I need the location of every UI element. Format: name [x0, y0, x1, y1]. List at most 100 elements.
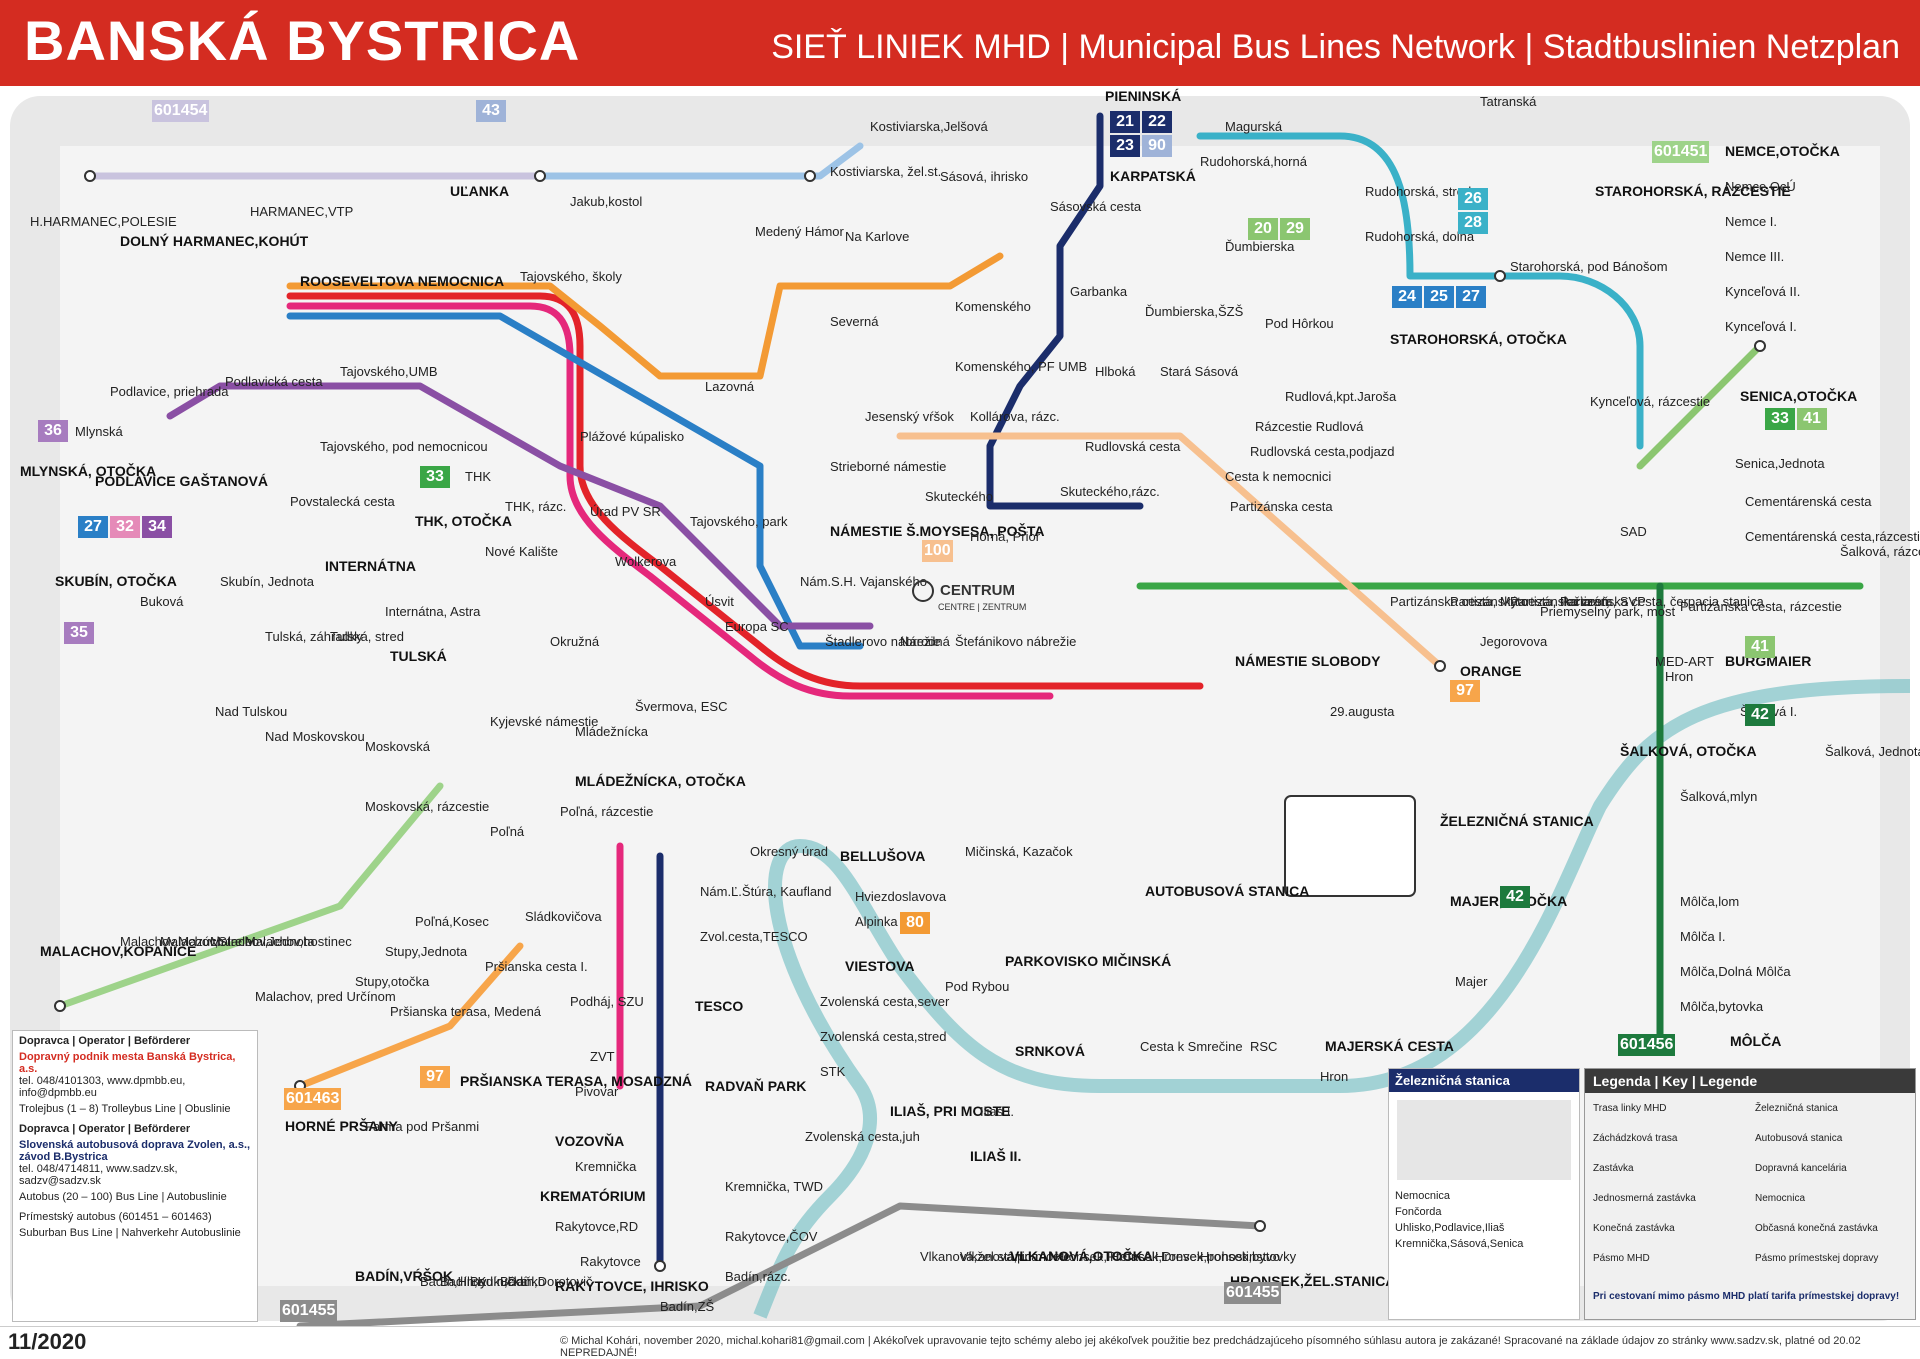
line-badge[interactable]: 601454 — [152, 100, 210, 122]
line-badge[interactable]: 27 — [78, 516, 108, 538]
stop-label: Rudlovská cesta — [1085, 439, 1181, 454]
line-badge[interactable]: 601456 — [1618, 1034, 1676, 1056]
stop-label: Zvolenská cesta,juh — [805, 1129, 920, 1144]
stop-label: Partizánska cesta, tlačiareň — [1450, 594, 1609, 609]
line-badge[interactable]: 601455 — [280, 1300, 338, 1322]
badges-dolny-harmanec: 601454 — [152, 100, 210, 122]
stop-label: Rudohorská, dolná — [1365, 229, 1475, 244]
line-badge[interactable]: 21 — [1110, 111, 1140, 133]
stop-label: Buková — [140, 594, 184, 609]
stop-label: Plážové kúpalisko — [580, 429, 684, 444]
stop-label: Šalková, rázcestie — [1840, 544, 1920, 559]
centrum-subtitle: CENTRE | ZENTRUM — [938, 602, 1027, 612]
line-badge[interactable]: 41 — [1745, 636, 1775, 658]
stop-label: MED-ART — [1655, 654, 1714, 669]
stop-label: Sásová, ihrisko — [940, 169, 1028, 184]
line-badge[interactable]: 23 — [1110, 135, 1140, 157]
stop-label: MÔLČA — [1730, 1032, 1781, 1049]
map-date: 11/2020 — [8, 1329, 87, 1354]
line-badge[interactable]: 601455 — [1224, 1282, 1282, 1304]
line-badge[interactable]: 601451 — [1652, 141, 1710, 163]
stop-label: Cementárenská cesta,rázcestie — [1745, 529, 1920, 544]
stop-label: Malachov, pred Určínom — [255, 989, 396, 1004]
stop-label: Majer — [1455, 974, 1488, 989]
line-badge[interactable]: 24 — [1392, 286, 1422, 308]
line-badge[interactable]: 33 — [420, 466, 450, 488]
stop-label: Badín,Hliny — [420, 1274, 487, 1289]
line-badge[interactable]: 22 — [1142, 111, 1172, 133]
line-badge[interactable]: 36 — [38, 420, 68, 442]
stop-label: Rakytovce,ČOV — [725, 1229, 818, 1244]
stop-label: Rakytovce,RD — [555, 1219, 638, 1234]
line-badge[interactable]: 42 — [1500, 886, 1530, 908]
line-badge[interactable]: 20 — [1248, 218, 1278, 240]
line-badge[interactable]: 97 — [1450, 680, 1480, 702]
stop-label: NÁMESTIE SLOBODY — [1235, 653, 1381, 669]
stop-marker[interactable] — [1754, 340, 1766, 352]
stop-label: Úrad PV SR — [590, 504, 661, 519]
operator-sad-contact[interactable]: tel. 048/4714811, www.sadzv.sk, sadzv@sa… — [19, 1163, 178, 1187]
line-badge[interactable]: 29 — [1280, 218, 1310, 240]
stop-label: THK, rázc. — [505, 499, 566, 514]
line-badge[interactable]: 33 — [1765, 408, 1795, 430]
stop-marker[interactable] — [1434, 660, 1446, 672]
stop-label: ZVT — [590, 1049, 615, 1064]
badges-dumbierska: 20 29 — [1248, 218, 1310, 240]
stop-marker[interactable] — [54, 1000, 66, 1012]
line-badge[interactable]: 25 — [1424, 286, 1454, 308]
line-badge[interactable]: 32 — [110, 516, 140, 538]
stop-label: Medený Hámor — [755, 224, 845, 239]
stop-label: Rudlová,kpt.Jaroša — [1285, 389, 1397, 404]
stop-marker[interactable] — [534, 170, 546, 182]
stop-label: Rudohorská, stred — [1365, 184, 1471, 199]
stop-label: Cesta k Smrečine — [1140, 1039, 1243, 1054]
stop-label: Tulská, stred — [330, 629, 404, 644]
stop-label: Hronsek,bytovky — [1200, 1249, 1297, 1264]
stop-label: Mlynská — [75, 424, 123, 439]
stop-label: Zvolenská cesta,stred — [820, 1029, 946, 1044]
stop-label: Komenského, PF UMB — [955, 359, 1087, 374]
railway-station-block[interactable] — [1284, 795, 1416, 897]
stop-marker[interactable] — [654, 1260, 666, 1272]
stop-label: RSC — [1250, 1039, 1277, 1054]
line-badge[interactable]: 80 — [900, 912, 930, 934]
copyright-text: © Michal Kohári, november 2020, michal.k… — [560, 1335, 1861, 1359]
operator-suburban-sub: Suburban Bus Line | Nahverkehr Autobusli… — [19, 1227, 241, 1239]
line-badge[interactable]: 97 — [420, 1066, 450, 1088]
line-badge[interactable]: 601463 — [284, 1088, 342, 1110]
stop-label: STK — [820, 1064, 846, 1079]
stop-label: SAD — [1620, 524, 1647, 539]
stop-label: ILIAŠ II. — [970, 1147, 1021, 1164]
legend-item: Trasa linky MHD — [1593, 1103, 1667, 1114]
stop-marker[interactable] — [1494, 270, 1506, 282]
stop-label: TESCO — [695, 998, 743, 1014]
stop-label: Jegorovova — [1480, 634, 1548, 649]
line-badge[interactable]: 43 — [476, 100, 506, 122]
badges-alpinka: 80 — [900, 912, 930, 934]
line-badge[interactable]: 34 — [142, 516, 172, 538]
line-badge[interactable]: 41 — [1797, 408, 1827, 430]
line-badge[interactable]: 90 — [1142, 135, 1172, 157]
line-badge[interactable]: 35 — [64, 622, 94, 644]
stop-label: BELLUŠOVA — [840, 847, 925, 864]
line-badge[interactable]: 100 — [922, 540, 953, 562]
stop-label: RADVAŇ PARK — [705, 1077, 806, 1094]
operator-dpmb-contact[interactable]: tel. 048/4101303, www.dpmbb.eu, info@dpm… — [19, 1075, 186, 1099]
line-badge[interactable]: 42 — [1745, 704, 1775, 726]
stop-label: Severná — [830, 314, 879, 329]
line-badge[interactable]: 27 — [1456, 286, 1486, 308]
stop-label: Rakytovce — [580, 1254, 641, 1269]
stop-marker[interactable] — [1254, 1220, 1266, 1232]
stop-marker[interactable] — [84, 170, 96, 182]
footer-bar: 11/2020 © Michal Kohári, november 2020, … — [0, 1326, 1920, 1359]
badges-badin: 601455 — [280, 1300, 338, 1322]
line-badge[interactable]: 26 — [1458, 188, 1488, 210]
stop-label: Malachov,hostinec — [245, 934, 352, 949]
stop-label: Nemce I. — [1725, 214, 1777, 229]
stop-label: Cesta k nemocnici — [1225, 469, 1331, 484]
stop-label: Kynceľová II. — [1725, 284, 1800, 299]
stop-label: Priemyselný park, most — [1540, 604, 1675, 619]
line-badge[interactable]: 28 — [1458, 212, 1488, 234]
stop-label: SENICA,OTOČKA — [1740, 387, 1857, 404]
stop-marker[interactable] — [804, 170, 816, 182]
